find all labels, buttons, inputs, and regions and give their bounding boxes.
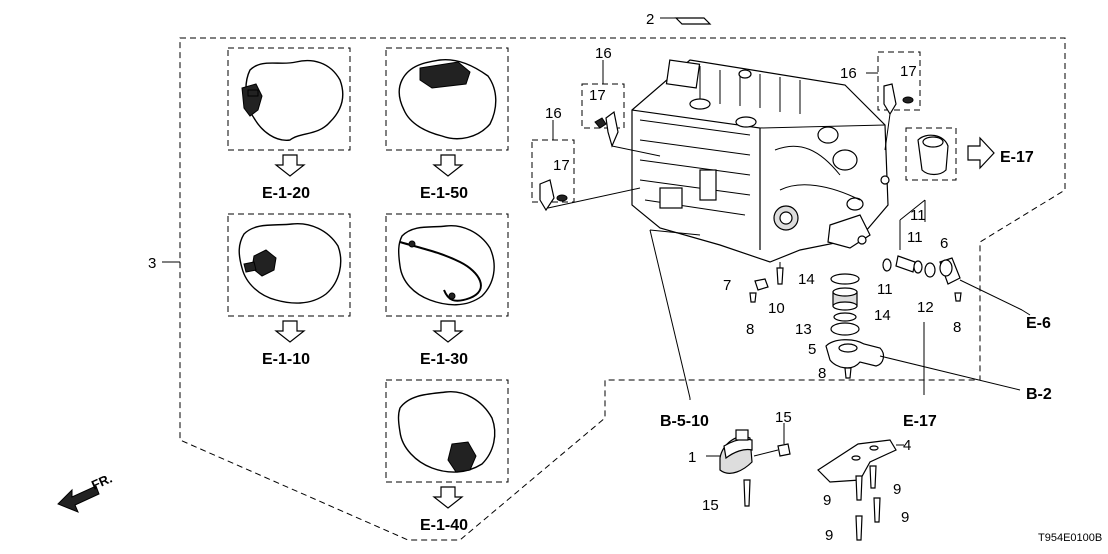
callout-15-lower: 15 xyxy=(702,497,719,514)
callout-15-upper: 15 xyxy=(775,409,792,426)
ref-b-2[interactable]: B-2 xyxy=(1026,386,1052,403)
connector-box-e17[interactable] xyxy=(905,127,957,181)
callout-8-bottom: 8 xyxy=(818,365,826,382)
ref-e-6[interactable]: E-6 xyxy=(1026,315,1051,332)
callout-1: 1 xyxy=(688,449,696,466)
callout-9-a: 9 xyxy=(823,492,831,509)
ref-e-17-top[interactable]: E-17 xyxy=(1000,149,1034,166)
ref-b-5-10[interactable]: B-5-10 xyxy=(660,413,709,430)
callout-14-upper: 14 xyxy=(798,271,815,288)
ref-e-1-20[interactable]: E-1-20 xyxy=(262,185,310,202)
callout-16-center: 16 xyxy=(595,45,612,62)
callout-11-upper: 11 xyxy=(910,207,926,224)
front-direction-arrow-icon xyxy=(57,485,100,513)
callout-17-left: 17 xyxy=(553,157,570,174)
sensor-box-right xyxy=(877,51,921,111)
callout-14-lower: 14 xyxy=(874,307,891,324)
ref-e-1-50[interactable]: E-1-50 xyxy=(420,185,468,202)
callout-11-lower: 11 xyxy=(877,281,893,298)
callout-10: 10 xyxy=(768,300,785,317)
callout-16-left: 16 xyxy=(545,105,562,122)
callout-6: 6 xyxy=(940,235,948,252)
callout-9-d: 9 xyxy=(825,527,833,544)
callout-8-left: 8 xyxy=(746,321,754,338)
reference-arrow-icon xyxy=(967,136,995,170)
ref-e-1-30[interactable]: E-1-30 xyxy=(420,351,468,368)
callout-11-mid: 11 xyxy=(907,229,923,246)
callout-3: 3 xyxy=(148,255,156,272)
callout-17-center: 17 xyxy=(589,87,606,104)
callout-2: 2 xyxy=(646,11,654,28)
callout-13: 13 xyxy=(795,321,812,338)
reference-arrow-icon xyxy=(274,154,464,509)
front-label: FR. xyxy=(89,471,114,493)
callout-8-right: 8 xyxy=(953,319,961,336)
callout-5: 5 xyxy=(808,341,816,358)
callout-12: 12 xyxy=(917,299,934,316)
subassembly-box-e150[interactable] xyxy=(385,47,509,151)
callout-17-right: 17 xyxy=(900,63,917,80)
ref-e-1-40[interactable]: E-1-40 xyxy=(420,517,468,534)
ref-e-17-bottom[interactable]: E-17 xyxy=(903,413,937,430)
label-sticker-part xyxy=(674,17,712,25)
subassembly-box-e120[interactable] xyxy=(227,47,351,151)
diagram-code: T954E0100B xyxy=(1038,532,1102,544)
callout-16-right: 16 xyxy=(840,65,857,82)
subassembly-box-e130[interactable] xyxy=(385,213,509,317)
callout-9-b: 9 xyxy=(893,481,901,498)
ref-e-1-10[interactable]: E-1-10 xyxy=(262,351,310,368)
callout-9-c: 9 xyxy=(901,509,909,526)
subassembly-box-e110[interactable] xyxy=(227,213,351,317)
callout-4: 4 xyxy=(903,437,911,454)
power-control-unit-assembly xyxy=(631,59,890,263)
group-boundary xyxy=(179,37,1066,541)
callout-7: 7 xyxy=(723,277,731,294)
subassembly-box-e140[interactable] xyxy=(385,379,509,483)
